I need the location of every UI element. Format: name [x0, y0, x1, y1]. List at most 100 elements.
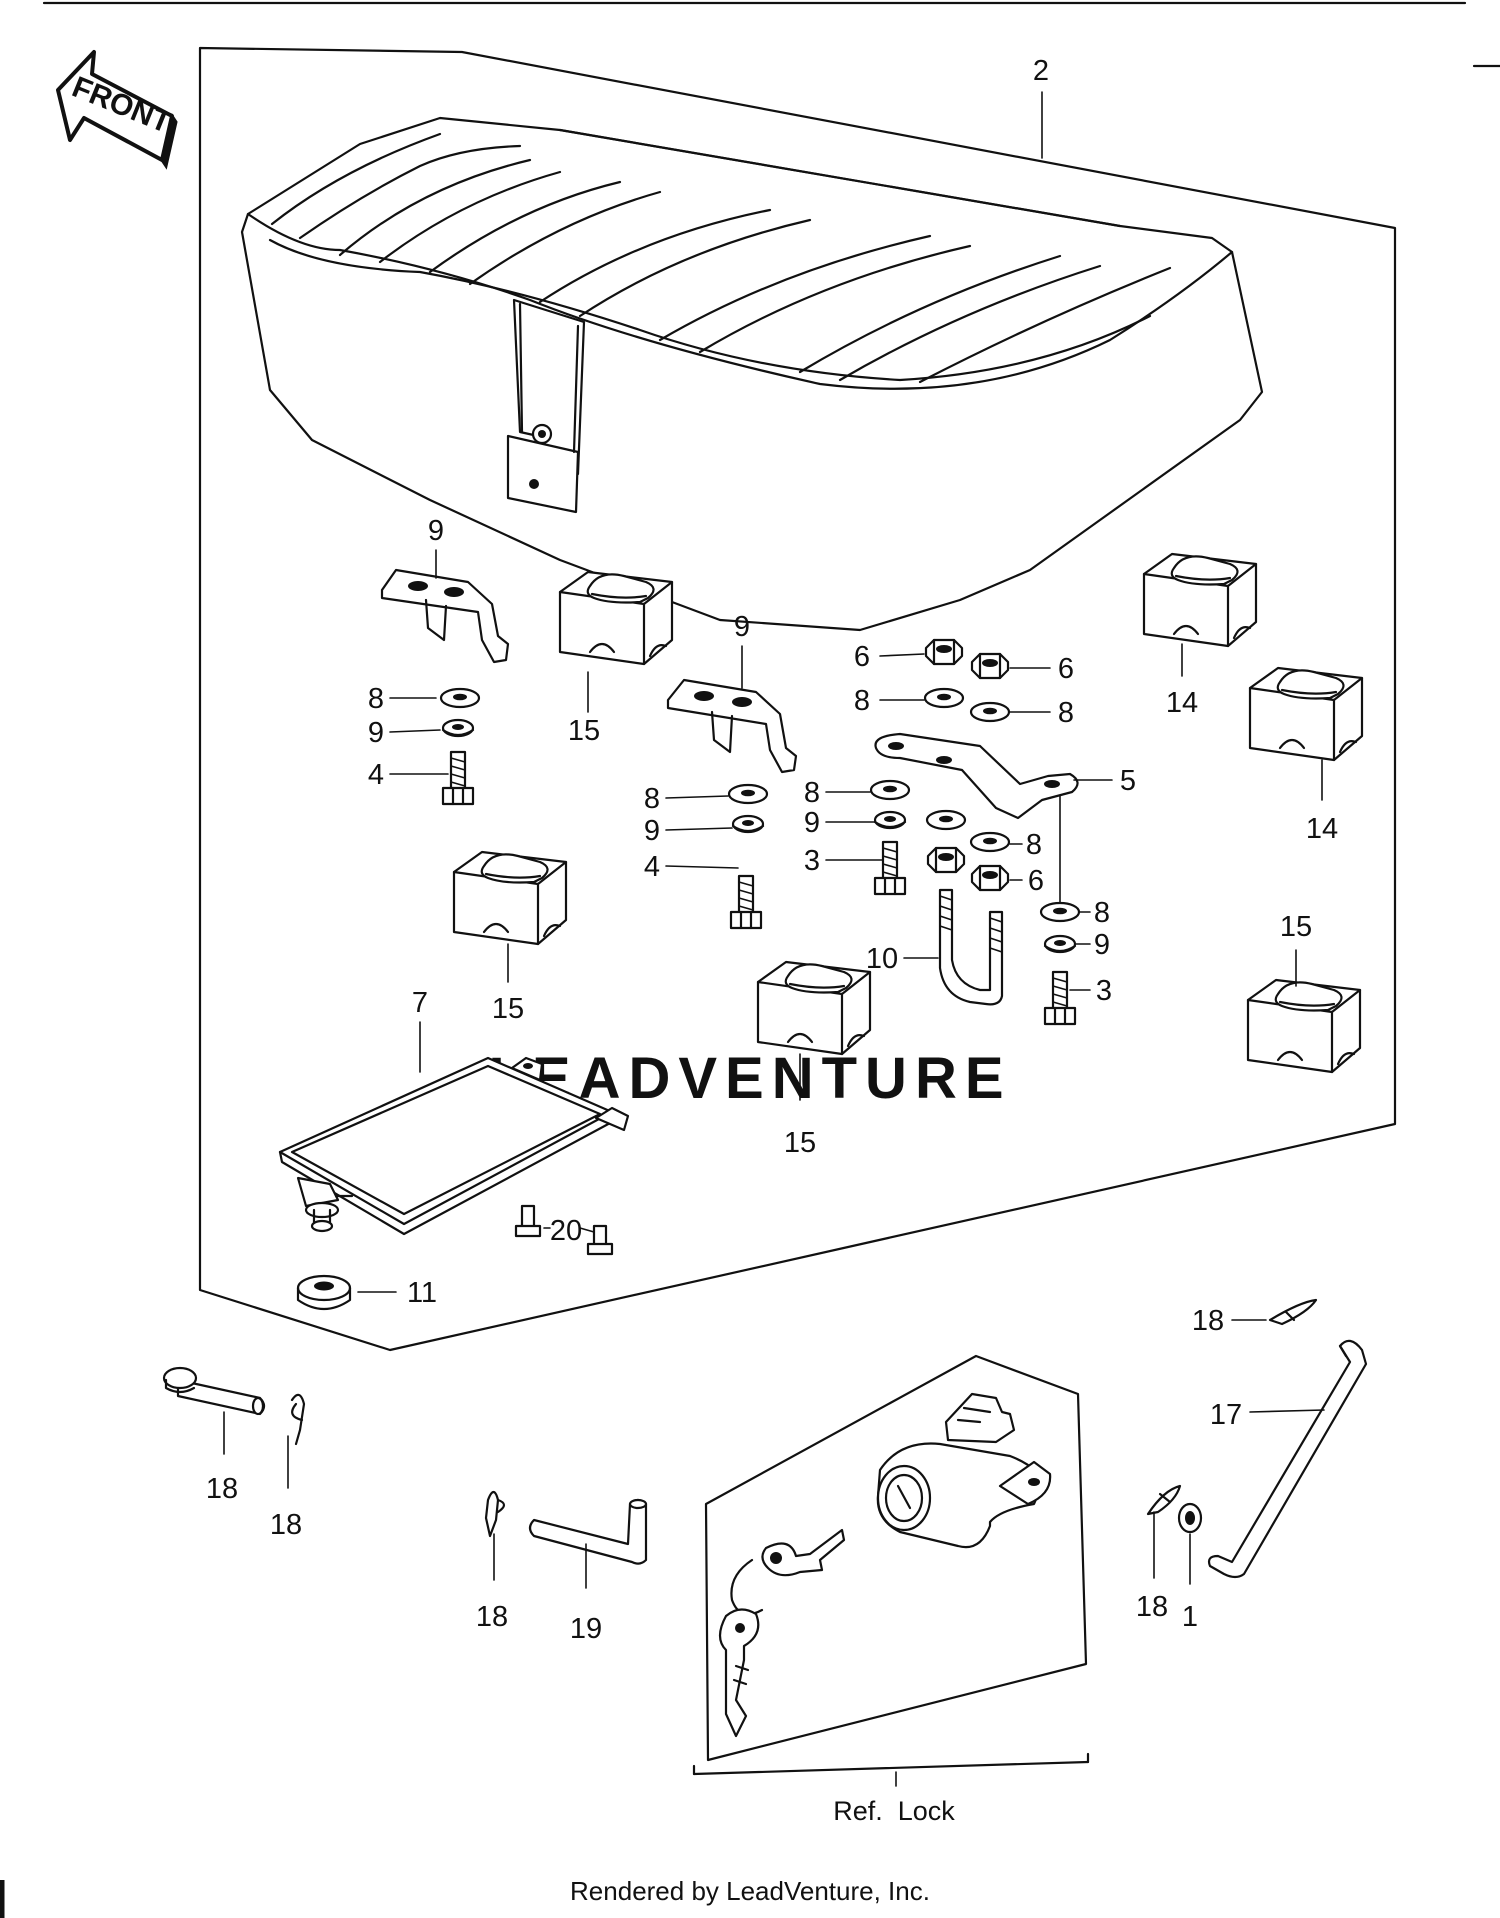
nut-6b: [970, 652, 1010, 680]
callout-16: 18: [206, 1473, 238, 1505]
seat-assembly-outline: [198, 46, 1397, 1352]
callout-6c: 6: [1028, 865, 1044, 897]
callout-18d: 18: [1136, 1591, 1168, 1623]
callout-9d: 9: [1094, 929, 1110, 961]
washer-8b: [727, 783, 769, 805]
grommet-13: [296, 1274, 352, 1311]
callout-15b: 15: [492, 993, 524, 1025]
spring-washer-9b: [731, 814, 765, 834]
tray-7: [278, 1056, 630, 1236]
callout-5: 5: [1120, 765, 1136, 797]
callout-18c: 18: [1192, 1305, 1224, 1337]
callout-8e: 8: [804, 777, 820, 809]
damper-15c: [756, 960, 872, 1056]
callout-4a: 4: [368, 759, 384, 791]
callout-9a: 9: [368, 717, 384, 749]
spring-washer-9a: [441, 718, 475, 738]
callout-6a: 6: [854, 641, 870, 673]
front-arrow-icon: FRONT: [56, 50, 178, 170]
callout-19: 19: [570, 1613, 602, 1645]
spring-washer-9d: [1043, 934, 1077, 954]
leader-4b: [665, 865, 739, 869]
callout-8f: 8: [1026, 829, 1042, 861]
nut-6c: [970, 864, 1010, 892]
leader-6a: [879, 653, 925, 657]
leader-8b: [665, 795, 729, 799]
pin-16: [162, 1366, 266, 1416]
nut-center: [926, 846, 966, 874]
leader-9b: [665, 827, 733, 831]
bracket-11: [666, 678, 798, 774]
bolt-4a: [441, 750, 475, 806]
callout-15d: 15: [1280, 911, 1312, 943]
callout-4b: 4: [644, 851, 660, 883]
callout-2: 2: [1033, 55, 1049, 87]
callout-18a: 18: [270, 1509, 302, 1541]
callout-1: 1: [1182, 1601, 1198, 1633]
callout-10: 9: [428, 515, 444, 547]
leader-17: [1249, 1409, 1325, 1413]
callout-8a: 8: [368, 683, 384, 715]
spring-washer-9c: [873, 810, 907, 830]
callout-9b: 9: [644, 815, 660, 847]
bolt-20b: [586, 1224, 614, 1256]
callout-20: 20: [550, 1215, 582, 1247]
washer-center: [925, 809, 967, 831]
washer-8a: [439, 687, 481, 709]
ref-lock-label: Ref. Lock: [833, 1796, 955, 1826]
bolt-4b: [729, 874, 763, 930]
damper-14a: [1142, 552, 1258, 648]
callout-13: 11: [407, 1277, 437, 1309]
callout-8c: 8: [854, 685, 870, 717]
washer-8e: [869, 779, 911, 801]
washer-1: [1177, 1502, 1203, 1534]
washer-8c: [923, 687, 965, 709]
callout-17: 17: [1210, 1399, 1242, 1431]
washer-8d: [969, 701, 1011, 723]
callout-6b: 6: [1058, 653, 1074, 685]
callout-14a: 14: [1166, 687, 1198, 719]
clip-18b: [484, 1490, 506, 1538]
seat: [240, 116, 1264, 632]
washer-8f: [969, 831, 1011, 853]
leader-20b: [579, 1227, 595, 1233]
callout-14b: 14: [1306, 813, 1338, 845]
callout-8d: 8: [1058, 697, 1074, 729]
callout-8g: 8: [1094, 897, 1110, 929]
u-bolt-12: [938, 888, 1004, 1006]
keys: [718, 1528, 846, 1738]
callout-18b: 18: [476, 1601, 508, 1633]
bolt-20a: [514, 1204, 542, 1238]
bolt-3b: [1043, 970, 1077, 1026]
damper-15a: [558, 570, 674, 666]
callout-8b: 8: [644, 783, 660, 815]
callout-15c: 15: [784, 1127, 816, 1159]
callout-11: 9: [734, 611, 750, 643]
clip-18d: [1146, 1484, 1182, 1516]
rod-17: [1207, 1339, 1368, 1579]
lock-cylinder: [876, 1392, 1052, 1549]
clip-18a: [290, 1393, 306, 1446]
nut-6a: [924, 638, 964, 666]
callout-3b: 3: [1096, 975, 1112, 1007]
callout-9c: 9: [804, 807, 820, 839]
ref-bracket-line: [692, 1760, 1090, 1776]
damper-15d: [1246, 978, 1362, 1074]
lock-kit-outline: [704, 1354, 1088, 1762]
bracket-5: [874, 732, 1079, 820]
footer-credit: Rendered by LeadVenture, Inc.: [570, 1876, 930, 1906]
callout-15a: 15: [568, 715, 600, 747]
callout-12: 10: [866, 943, 898, 975]
ref-bracket-ends: [692, 1752, 1090, 1776]
clip-18c: [1268, 1298, 1318, 1326]
bracket-10: [380, 568, 510, 664]
callout-3a: 3: [804, 845, 820, 877]
damper-14b: [1248, 666, 1364, 762]
leader-9a: [389, 729, 441, 733]
bolt-3a: [873, 840, 907, 896]
damper-15b: [452, 850, 568, 946]
callout-7: 7: [412, 987, 428, 1019]
pin-19: [528, 1498, 648, 1565]
washer-8g: [1039, 901, 1081, 923]
